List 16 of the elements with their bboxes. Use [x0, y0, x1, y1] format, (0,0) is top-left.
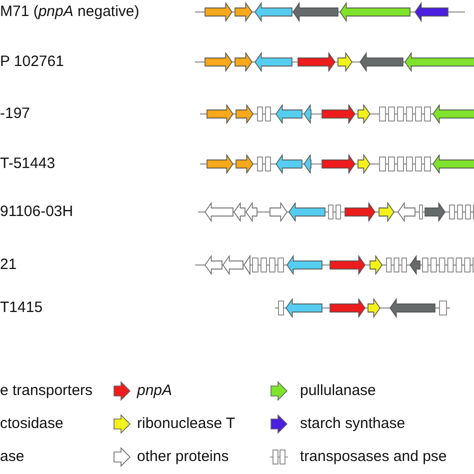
- strain-label: M71 (pnpA negative): [0, 3, 140, 21]
- legend-text: pnpA: [137, 382, 172, 400]
- legend-text: ribonuclease T: [137, 415, 236, 433]
- legend-text: ase: [0, 448, 24, 466]
- strain-label: 21: [0, 256, 17, 274]
- legend-text: ctosidase: [0, 415, 64, 433]
- strain-label: P 102761: [0, 53, 64, 71]
- strain-label: 91106-03H: [0, 203, 74, 221]
- legend-text: transposases and pse: [300, 448, 447, 466]
- legend-text: other proteins: [137, 448, 229, 466]
- legend-text: starch synthase: [300, 415, 406, 433]
- strain-label: -197: [0, 105, 30, 123]
- strain-label: T1415: [0, 299, 43, 317]
- strain-label: T-51443: [0, 155, 56, 173]
- legend-text: e transporters: [0, 382, 93, 400]
- legend-text: pullulanase: [300, 382, 376, 400]
